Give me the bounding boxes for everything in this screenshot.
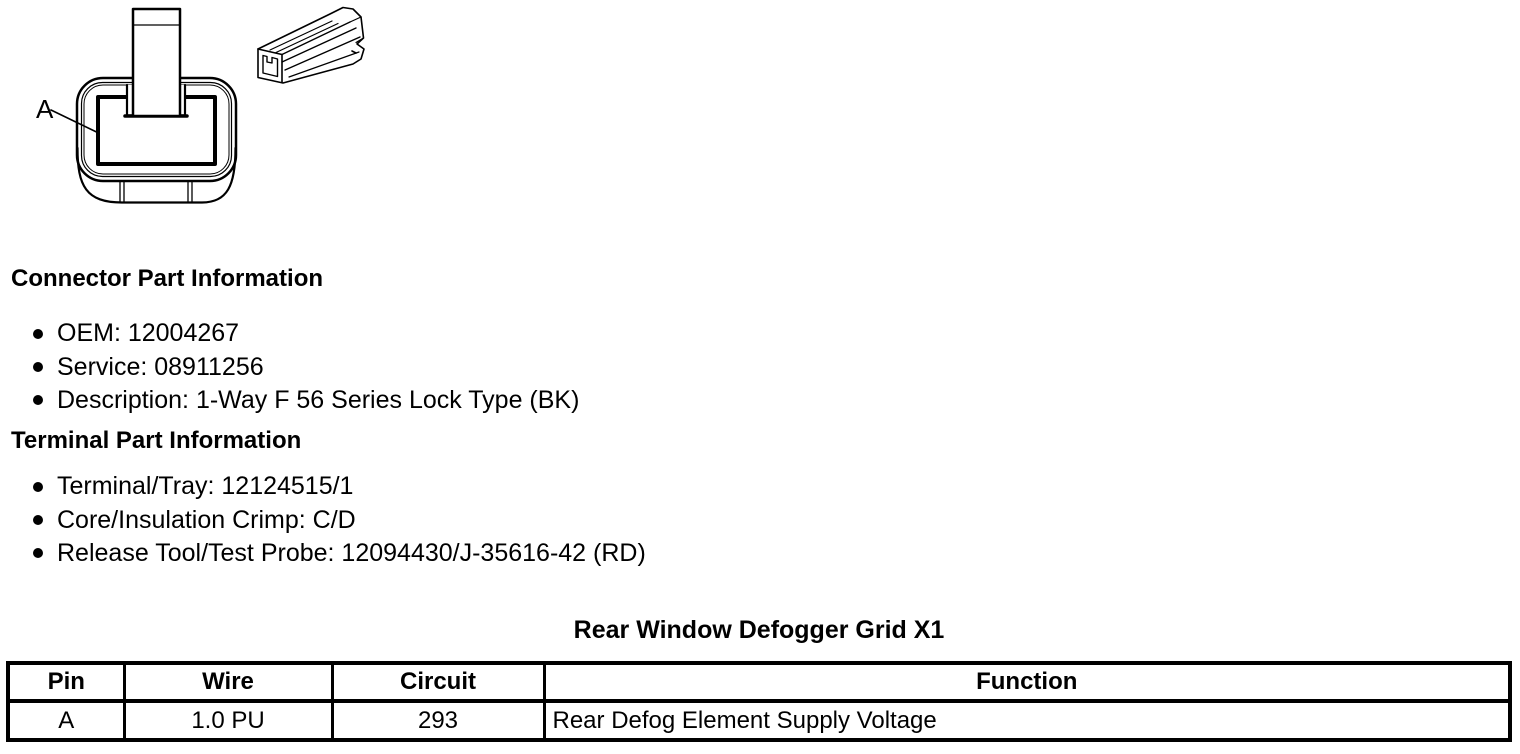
table-title: Rear Window Defogger Grid X1 <box>573 616 945 644</box>
list-item-text: Core/Insulation Crimp: C/D <box>57 505 356 534</box>
section-heading-connector-part: Connector Part Information <box>11 265 324 292</box>
connector-drawing: A <box>36 7 238 204</box>
bullet-icon <box>33 328 43 339</box>
figure-label-a: A <box>36 94 54 124</box>
terminal-bullet-list: Terminal/Tray: 12124515/1 Core/Insulatio… <box>33 470 646 570</box>
cell-pin: A <box>6 699 126 742</box>
table-row: A 1.0 PU 293 Rear Defog Element Supply V… <box>6 699 1512 742</box>
terminal-drawing <box>257 6 365 84</box>
header-cell-wire: Wire <box>122 661 334 703</box>
list-item-text: Description: 1-Way F 56 Series Lock Type… <box>57 385 580 414</box>
list-item-text: Service: 08911256 <box>57 352 264 381</box>
connector-bullet-list: OEM: 12004267 Service: 08911256 Descript… <box>33 317 579 417</box>
list-item: Release Tool/Test Probe: 12094430/J-3561… <box>33 537 646 570</box>
pin-function-table: Pin Wire Circuit Function A 1.0 PU 293 R… <box>6 661 1512 742</box>
label-a-leader-line <box>50 109 98 133</box>
header-cell-pin: Pin <box>6 661 126 703</box>
list-item: Core/Insulation Crimp: C/D <box>33 503 646 536</box>
list-item: OEM: 12004267 <box>33 317 579 350</box>
list-item: Description: 1-Way F 56 Series Lock Type… <box>33 384 579 417</box>
bullet-icon <box>33 548 43 559</box>
bullet-icon <box>33 481 43 492</box>
cell-wire: 1.0 PU <box>122 699 334 742</box>
connector-figure: A <box>36 6 365 204</box>
cell-function: Rear Defog Element Supply Voltage <box>542 699 1512 742</box>
section-heading-terminal-part: Terminal Part Information <box>11 427 302 454</box>
list-item-text: Release Tool/Test Probe: 12094430/J-3561… <box>57 538 646 567</box>
bullet-icon <box>33 515 43 526</box>
bullet-icon <box>33 362 43 373</box>
cell-circuit: 293 <box>330 699 546 742</box>
table-header-row: Pin Wire Circuit Function <box>6 661 1512 703</box>
bullet-icon <box>33 395 43 406</box>
header-cell-function: Function <box>542 661 1512 703</box>
header-cell-circuit: Circuit <box>330 661 546 703</box>
list-item: Terminal/Tray: 12124515/1 <box>33 470 646 503</box>
list-item-text: OEM: 12004267 <box>57 319 240 348</box>
list-item-text: Terminal/Tray: 12124515/1 <box>57 472 354 501</box>
list-item: Service: 08911256 <box>33 350 579 383</box>
